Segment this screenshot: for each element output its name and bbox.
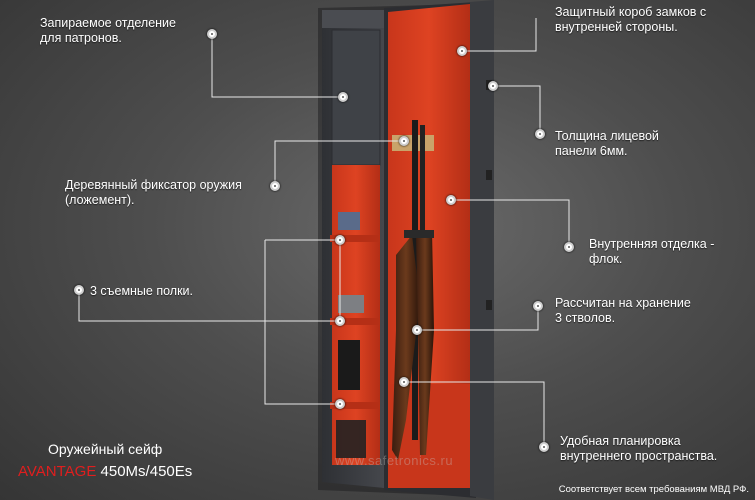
marker-shelf-3[interactable] (335, 399, 345, 409)
callout-barrels: Рассчитан на хранение 3 стволов. (555, 296, 691, 325)
product-title: Оружейный сейф (48, 441, 163, 457)
marker-wood-holder-target[interactable] (399, 136, 409, 146)
callout-flock: Внутренняя отделка - флок. (589, 237, 715, 266)
marker-flock-label[interactable] (564, 242, 574, 252)
callout-shelves: 3 съемные полки. (90, 284, 194, 298)
watermark: www.safetronics.ru (335, 453, 454, 468)
brand-name: AVANTAGE (18, 463, 97, 480)
marker-shelf-2[interactable] (335, 316, 345, 326)
marker-front-panel[interactable] (488, 81, 498, 91)
callout-layout: Удобная планировка внутреннего пространс… (560, 434, 718, 463)
marker-barrels[interactable] (412, 325, 422, 335)
compliance-note: Соответствует всем требованиям МВД РФ. (558, 484, 749, 495)
callout-ammo: Запираемое отделение для патронов. (40, 16, 176, 45)
callout-lock-box: Защитный короб замков с внутренней сторо… (555, 5, 707, 34)
marker-ammo[interactable] (207, 29, 217, 39)
marker-wood-holder[interactable] (270, 181, 280, 191)
callout-wood-holder: Деревянный фиксатор оружия (ложемент). (65, 178, 242, 207)
marker-flock[interactable] (446, 195, 456, 205)
marker-front-panel-label[interactable] (535, 129, 545, 139)
marker-shelf-1[interactable] (335, 235, 345, 245)
marker-layout[interactable] (399, 377, 409, 387)
model-number: 450Ms/450Es (100, 463, 193, 480)
marker-layout-label[interactable] (539, 442, 549, 452)
marker-barrels-label[interactable] (533, 301, 543, 311)
product-model: AVANTAGE 450Ms/450Es (18, 463, 192, 480)
marker-lock-box[interactable] (457, 46, 467, 56)
callout-front-panel: Толщина лицевой панели 6мм. (555, 129, 659, 158)
marker-ammo-target[interactable] (338, 92, 348, 102)
marker-shelves[interactable] (74, 285, 84, 295)
